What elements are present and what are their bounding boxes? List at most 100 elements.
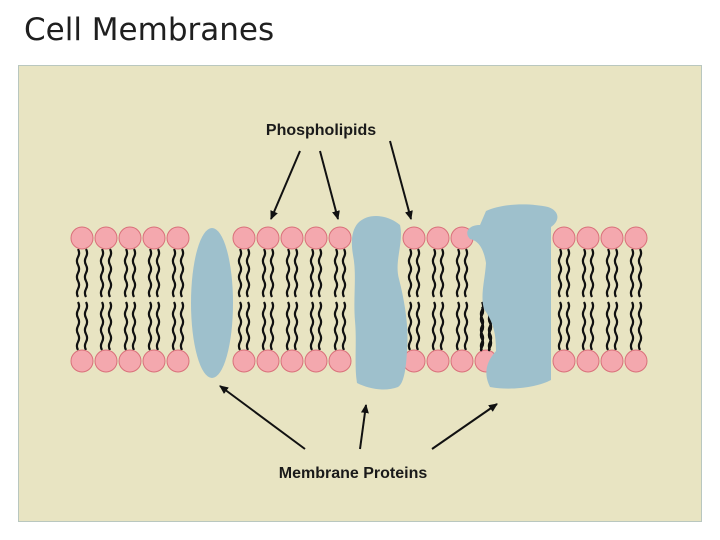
fatty-acid-tail	[269, 301, 275, 351]
fatty-acid-tail	[123, 248, 129, 298]
fatty-acid-tail	[439, 248, 445, 298]
fatty-acid-tail	[285, 301, 291, 351]
fatty-acid-tail	[147, 248, 153, 298]
phospholipid-head	[142, 349, 166, 373]
fatty-acid-tail	[83, 301, 89, 351]
fatty-acid-tail	[629, 301, 635, 351]
fatty-acid-tail	[415, 301, 421, 351]
protein-channel	[467, 204, 558, 389]
fatty-acid-tail	[463, 248, 469, 298]
phospholipid-head	[118, 349, 142, 373]
fatty-acid-tail	[629, 248, 635, 298]
phospholipid-head	[118, 226, 142, 250]
fatty-acid-tail	[455, 248, 461, 298]
fatty-acid-tail	[155, 248, 161, 298]
fatty-acid-tail	[171, 301, 177, 351]
fatty-acid-tail	[309, 301, 315, 351]
fatty-acid-tail	[237, 248, 243, 298]
fatty-acid-tail	[565, 248, 571, 298]
fatty-acid-tail	[309, 248, 315, 298]
fatty-acid-tail	[581, 301, 587, 351]
fatty-acid-tail	[613, 248, 619, 298]
membrane-diagram: Phospholipids Membrane Proteins	[18, 65, 702, 522]
fatty-acid-tail	[245, 248, 251, 298]
fatty-acid-tail	[479, 306, 485, 352]
fatty-acid-tail	[431, 248, 437, 298]
phospholipid-head	[328, 226, 352, 250]
fatty-acid-tail	[341, 301, 347, 351]
fatty-acid-tail	[407, 248, 413, 298]
fatty-acid-tail	[245, 301, 251, 351]
phospholipid-head	[552, 226, 576, 250]
arrow-protein-1	[219, 385, 306, 450]
phospholipid-head	[256, 226, 280, 250]
fatty-acid-tail	[317, 248, 323, 298]
phospholipid-head	[142, 226, 166, 250]
phospholipid-head	[600, 226, 624, 250]
membrane-diagram-svg: Phospholipids Membrane Proteins	[18, 65, 702, 522]
phospholipid-head	[624, 349, 648, 373]
phospholipid-head	[304, 349, 328, 373]
phospholipid-head	[450, 349, 474, 373]
fatty-acid-tail	[285, 248, 291, 298]
fatty-acid-tail	[341, 248, 347, 298]
fatty-acid-tail	[293, 301, 299, 351]
fatty-acid-tail	[589, 248, 595, 298]
phospholipid-head	[600, 349, 624, 373]
fatty-acid-tail	[155, 301, 161, 351]
phospholipid-head	[166, 349, 190, 373]
fatty-acid-tail	[613, 301, 619, 351]
phospholipid-head	[94, 226, 118, 250]
fatty-acid-tail	[463, 301, 469, 351]
fatty-acid-tail	[333, 248, 339, 298]
phospholipid-head	[328, 349, 352, 373]
fatty-acid-tail	[317, 301, 323, 351]
phospholipid-head	[166, 226, 190, 250]
phospholipid-head	[426, 349, 450, 373]
slide-title: Cell Membranes	[24, 12, 275, 48]
fatty-acid-tail	[179, 248, 185, 298]
fatty-acid-tail	[107, 301, 113, 351]
membrane-proteins	[191, 204, 558, 390]
fatty-acid-tail	[439, 301, 445, 351]
fatty-acid-tail	[261, 248, 267, 298]
phospholipid-head	[256, 349, 280, 373]
phospholipid-head	[232, 349, 256, 373]
arrow-phospholipid-1	[270, 150, 301, 220]
fatty-acid-tail	[557, 248, 563, 298]
fatty-acid-tail	[333, 301, 339, 351]
fatty-acid-tail	[415, 248, 421, 298]
arrow-protein-2	[359, 404, 369, 450]
fatty-acid-tail	[171, 248, 177, 298]
phospholipid-head	[232, 226, 256, 250]
phospholipids-label: Phospholipids	[266, 122, 376, 139]
membrane-proteins-label: Membrane Proteins	[279, 465, 428, 482]
label-arrows	[219, 140, 498, 450]
fatty-acid-tail	[637, 301, 643, 351]
arrow-protein-3	[431, 403, 498, 450]
fatty-acid-tail	[269, 248, 275, 298]
fatty-acid-tail	[293, 248, 299, 298]
phospholipid-head	[280, 349, 304, 373]
fatty-acid-tail	[605, 248, 611, 298]
fatty-acid-tail	[75, 301, 81, 351]
fatty-acid-tail	[75, 248, 81, 298]
phospholipid-head	[426, 226, 450, 250]
phospholipid-head	[94, 349, 118, 373]
fatty-acid-tail	[637, 248, 643, 298]
fatty-acid-tail	[565, 301, 571, 351]
protein-ellipse	[191, 228, 233, 378]
fatty-acid-tail	[147, 301, 153, 351]
fatty-acid-tail	[605, 301, 611, 351]
phospholipid-head	[70, 349, 94, 373]
fatty-acid-tail	[131, 248, 137, 298]
phospholipid-head	[552, 349, 576, 373]
fatty-acid-tail	[455, 301, 461, 351]
fatty-acid-tail	[589, 301, 595, 351]
fatty-acid-tail	[123, 301, 129, 351]
fatty-acid-tail	[83, 248, 89, 298]
phospholipid-head	[576, 226, 600, 250]
arrow-phospholipid-2	[319, 150, 340, 220]
fatty-acid-tail	[107, 248, 113, 298]
fatty-acid-tail	[261, 301, 267, 351]
